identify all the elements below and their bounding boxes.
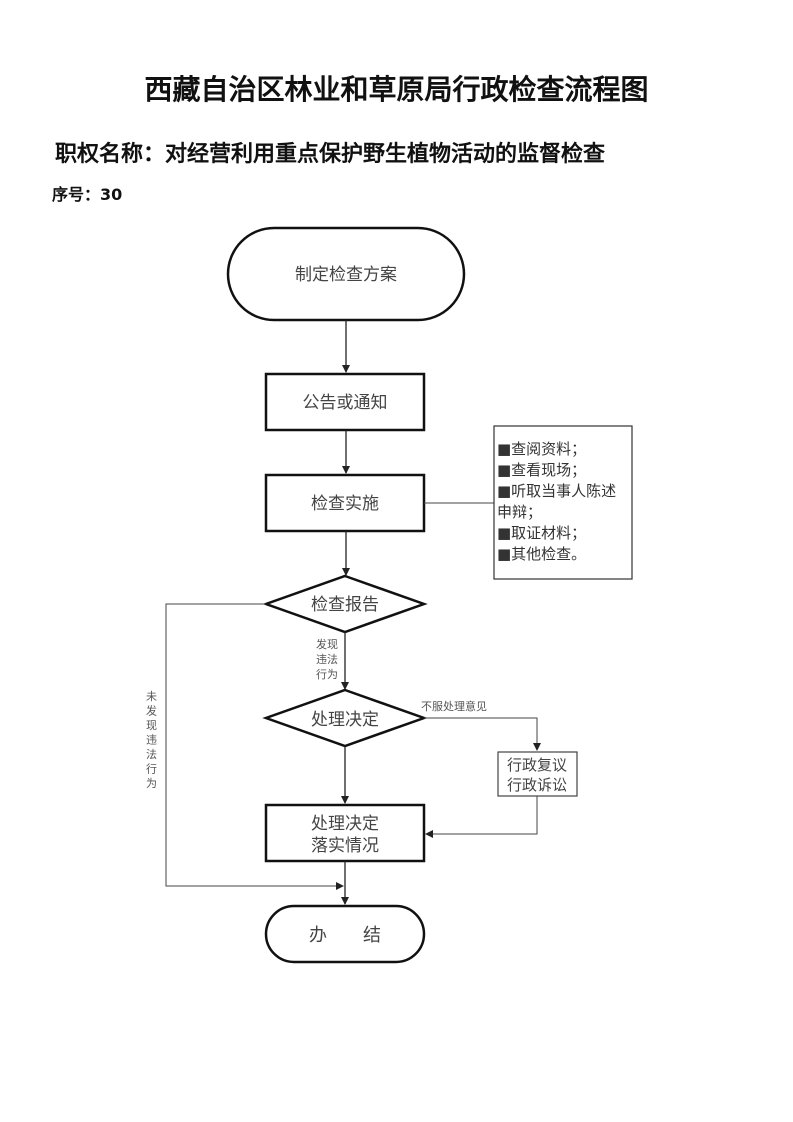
edge-found-label-2: 违法 xyxy=(316,652,338,666)
review-box xyxy=(497,751,578,797)
methods-list: ■查阅资料； ■查看现场； ■听取当事人陈述 申辩； ■取证材料； ■其他检查。 xyxy=(497,439,629,565)
edge-not-found-char: 发 xyxy=(146,704,157,718)
review-label-2: 行政诉讼 xyxy=(507,776,567,794)
edge-not-found-char: 现 xyxy=(146,719,157,732)
edge-found-label-3: 行为 xyxy=(316,668,338,681)
page-title: 西藏自治区林业和草原局行政检查流程图 xyxy=(144,73,649,106)
edge-not-found-char: 未 xyxy=(146,690,157,703)
execute-box xyxy=(264,803,426,863)
edge-decision-review xyxy=(424,717,541,751)
report-label: 检查报告 xyxy=(311,595,379,615)
execute-label-2: 落实情况 xyxy=(311,836,379,856)
authority-name: 职权名称：对经营利用重点保护野生植物活动的监督检查 xyxy=(55,142,606,167)
edge-not-found-char: 行 xyxy=(146,763,157,776)
implement-box xyxy=(264,473,426,533)
edge-objection-label: 不服处理意见 xyxy=(421,699,487,713)
notice-label: 公告或通知 xyxy=(303,393,388,413)
methods-box xyxy=(493,425,633,580)
decision-label: 处理决定 xyxy=(311,710,379,730)
method-item: ■取证材料； xyxy=(497,524,587,542)
method-item: ■查看现场； xyxy=(497,461,587,479)
method-item: 申辩； xyxy=(497,503,543,521)
edge-not-found-char: 法 xyxy=(146,747,157,761)
method-item: ■其他检查。 xyxy=(497,545,587,563)
start-label: 制定检查方案 xyxy=(295,265,397,285)
notice-box xyxy=(264,372,426,432)
execute-label-1: 处理决定 xyxy=(311,814,379,834)
edge-not-found-char: 违 xyxy=(146,734,157,747)
method-item: ■听取当事人陈述 xyxy=(497,482,617,500)
implement-label: 检查实施 xyxy=(311,494,379,514)
review-label-1: 行政复议 xyxy=(507,756,567,774)
edge-not-found-char: 为 xyxy=(146,777,157,790)
serial-number: 序号：30 xyxy=(52,185,123,204)
method-item: ■查阅资料； xyxy=(497,440,587,458)
edge-review-execute xyxy=(425,796,538,838)
end-label: 办 结 xyxy=(309,925,381,946)
edge-found-label-1: 发现 xyxy=(316,637,338,651)
edge-report-end-left xyxy=(165,603,344,890)
end-terminal xyxy=(264,904,426,964)
